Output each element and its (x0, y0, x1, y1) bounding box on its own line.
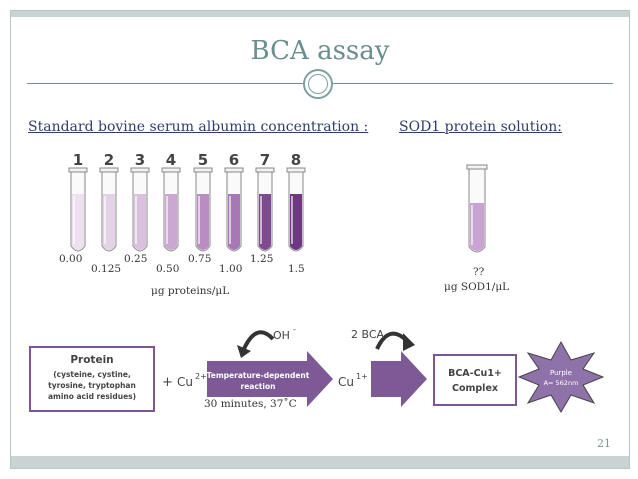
tube-number: 1 (72, 151, 84, 169)
cu2-superscript: 2+ (195, 372, 207, 381)
title-rule-right (333, 83, 613, 84)
tube-number: 2 (103, 151, 115, 169)
title-ornament-icon (303, 69, 333, 99)
bottom-bar (11, 456, 629, 468)
reaction-scheme: Protein (cysteine, cystine, tyrosine, tr… (29, 325, 605, 413)
standards-unit: μg proteins/μL (151, 285, 230, 297)
arrow-label: reaction (241, 382, 276, 391)
protein-detail: (cysteine, cystine, (53, 370, 131, 379)
complex-box (433, 354, 517, 406)
cu1-superscript: 1+ (356, 372, 368, 381)
sample-tube (466, 164, 488, 253)
reaction-arrow-1 (207, 351, 333, 407)
arrow-label: Temperature-dependent (207, 371, 310, 380)
purple-star-icon (517, 340, 605, 413)
bca-label: 2 BCA (351, 328, 385, 341)
cu2-label: Cu (177, 375, 193, 389)
cu1-label: Cu (338, 375, 354, 389)
protein-title: Protein (70, 354, 113, 366)
tube-concentration: 0.125 (91, 263, 122, 275)
protein-detail: tyrosine, tryptophan (48, 381, 136, 390)
tube-number: 6 (228, 151, 240, 169)
protein-box (29, 346, 155, 412)
slide: BCA assay Standard bovine serum albumin … (10, 10, 630, 469)
title-rule-left (27, 83, 303, 84)
tube-number: 3 (134, 151, 146, 169)
curved-arrow-icon (241, 330, 275, 352)
tube-concentration: 1.25 (250, 253, 274, 265)
sample-value: ?? (473, 266, 485, 278)
complex-label: Complex (452, 383, 498, 394)
tube-number: 7 (259, 151, 271, 169)
tube-concentration: 0.25 (124, 253, 148, 265)
standards-heading: Standard bovine serum albumin concentrat… (28, 119, 369, 135)
tube-concentration: 1.00 (219, 263, 243, 275)
standard-tube-7 (255, 167, 275, 252)
reaction-condition: 30 minutes, 37˚C (204, 398, 297, 410)
sample-heading: SOD1 protein solution: (399, 119, 562, 135)
slide-title: BCA assay (250, 36, 390, 66)
standard-tube-2 (99, 167, 119, 252)
tube-number: 8 (290, 151, 302, 169)
standard-tube-5 (193, 167, 213, 252)
protein-detail: amino acid residues) (48, 392, 136, 401)
oh-superscript: - (293, 325, 296, 334)
tube-concentration: 1.5 (288, 263, 305, 275)
tube-number: 4 (165, 151, 177, 169)
top-bar (11, 11, 629, 17)
oh-label: OH (273, 329, 290, 342)
tube-number: 5 (197, 151, 209, 169)
tube-concentration: 0.00 (59, 253, 83, 265)
standard-tube-4 (161, 167, 181, 252)
standard-tube-1 (68, 167, 88, 252)
page-number: 21 (597, 437, 611, 450)
standard-tube-6 (224, 167, 244, 252)
standard-tube-8 (286, 167, 306, 252)
complex-label: BCA-Cu1+ (448, 368, 502, 379)
absorbance-label: A= 562nm (544, 379, 579, 387)
tube-concentration: 0.75 (188, 253, 212, 265)
tube-concentration: 0.50 (156, 263, 180, 275)
sample-unit: μg SOD1/μL (444, 281, 510, 293)
plus-sign: + (162, 375, 173, 390)
purple-label: Purple (550, 369, 572, 377)
standard-tube-3 (130, 167, 150, 252)
reaction-arrow-2 (371, 351, 427, 407)
